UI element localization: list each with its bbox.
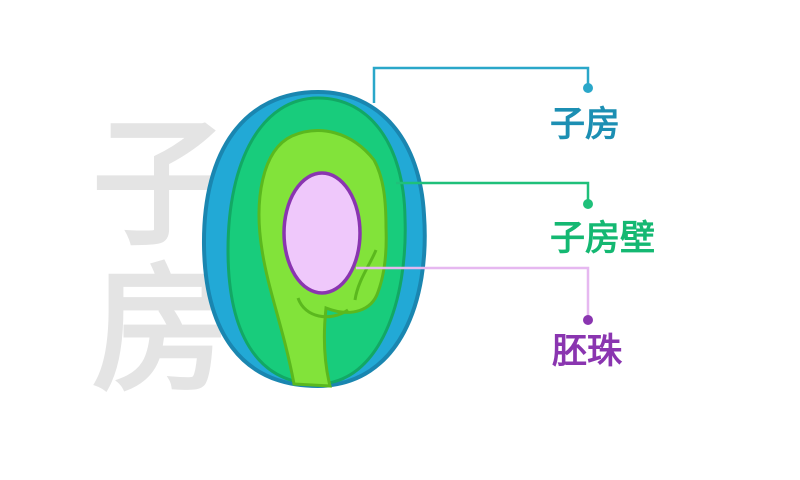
leader-line-ovary <box>372 66 590 103</box>
leader-dot-ovary-wall <box>583 199 593 209</box>
label-ovule: 胚珠 <box>552 332 623 372</box>
ovule-fold <box>296 297 349 319</box>
ovule-fold-inner <box>353 249 378 301</box>
ovule <box>282 171 362 295</box>
label-ovary-wall: 子房壁 <box>550 219 655 259</box>
leader-line-ovule <box>356 266 590 320</box>
label-ovary: 子房 <box>550 105 620 145</box>
leader-dot-ovule <box>583 315 593 325</box>
leader-dot-ovary <box>583 83 593 93</box>
leader-line-ovary-wall <box>396 181 590 204</box>
